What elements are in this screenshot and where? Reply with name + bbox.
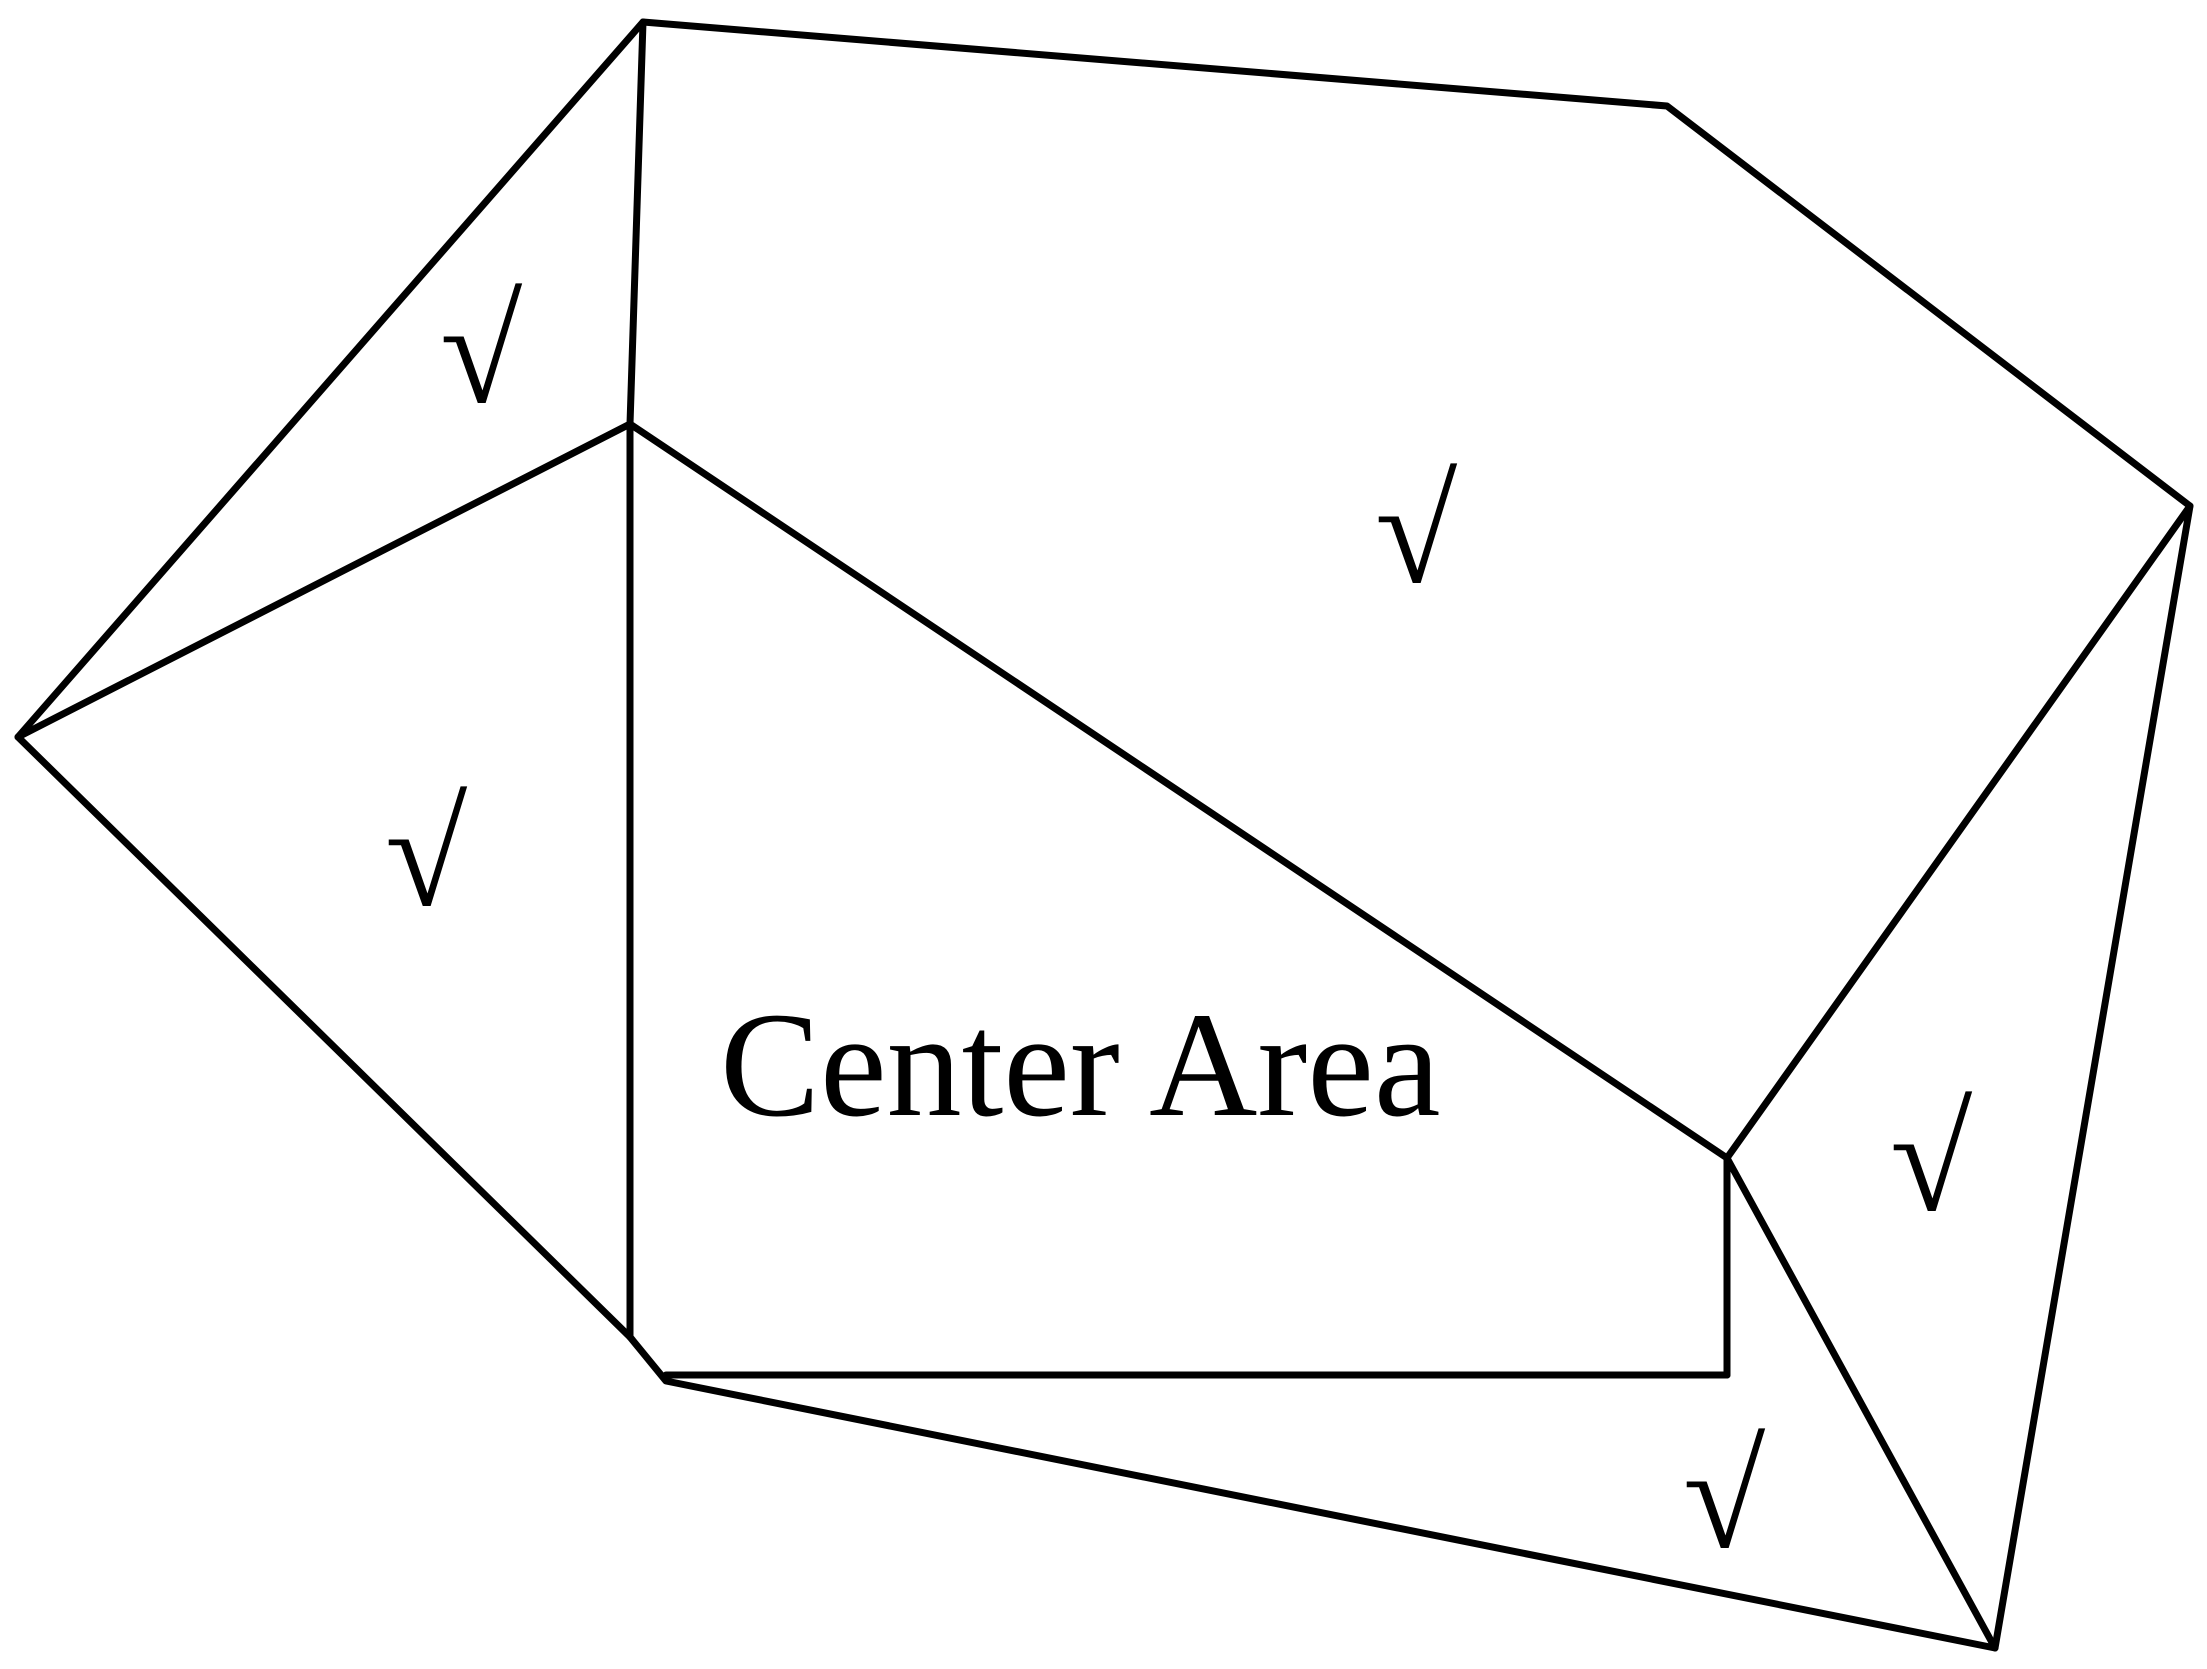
check-mark-bottom: √	[1683, 1414, 1766, 1580]
check-mark-left: √	[385, 772, 468, 938]
edge-bottom-right-diagonal	[1723, 1154, 1999, 1652]
check-mark-right: √	[1890, 1077, 1973, 1243]
edge-top-vertical	[626, 18, 647, 428]
outer-boundary	[14, 18, 2194, 1652]
center-area-label: Center Area	[720, 982, 1440, 1148]
edge-right-diagonal	[1723, 502, 2194, 1162]
check-mark-top-left: √	[440, 269, 523, 435]
edge-center-diagonal	[626, 420, 1731, 1162]
check-mark-top: √	[1375, 449, 1458, 615]
edge-left-diagonal-upper	[14, 420, 634, 741]
